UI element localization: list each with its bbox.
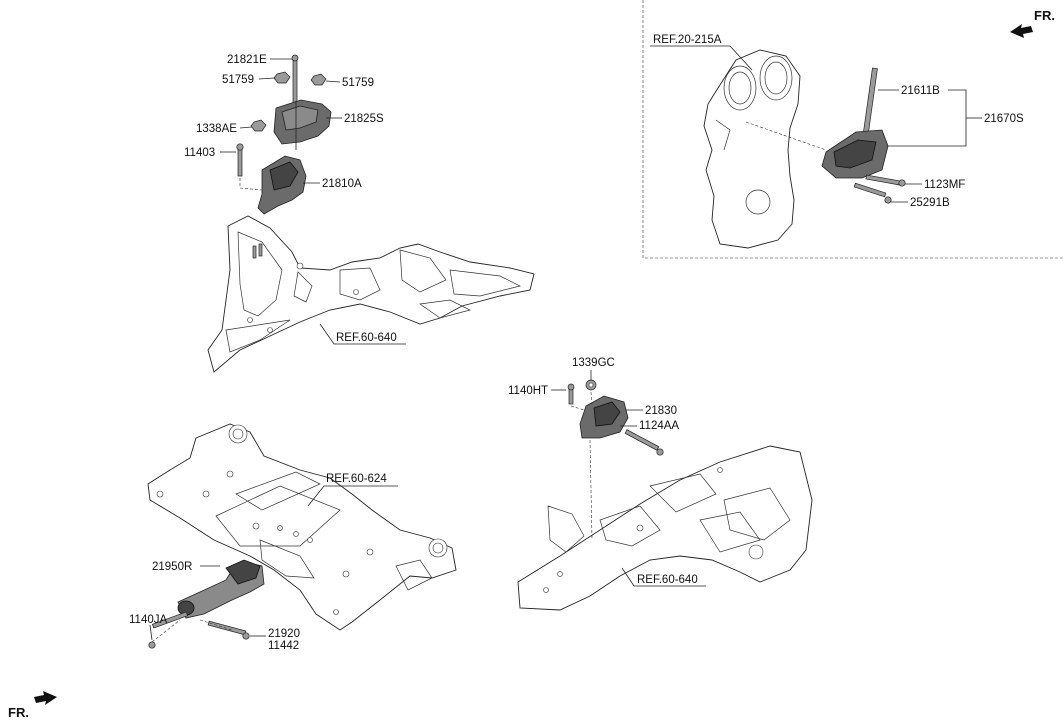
bolt-25291B xyxy=(853,182,887,198)
timing-cover-group: REF.20-215A 21611B 21670S 1123MF 25291B xyxy=(650,34,1024,249)
front-indicator-bottom: FR. xyxy=(8,691,57,720)
part-1140HT: 1140HT xyxy=(508,385,548,397)
ref-60-640-right: REF.60-640 xyxy=(637,574,698,586)
part-1140JA: 1140JA xyxy=(129,614,167,626)
stud-21611B xyxy=(863,67,878,133)
bolt-1124AA xyxy=(624,429,660,451)
part-21810A: 21810A xyxy=(322,178,362,190)
nut-51759-right xyxy=(310,73,327,86)
part-21950R: 21950R xyxy=(152,561,192,573)
part-11442: 11442 xyxy=(268,640,299,652)
part-21920: 21920 xyxy=(268,628,300,640)
part-21830: 21830 xyxy=(645,405,677,417)
front-arrow-icon xyxy=(1010,24,1033,38)
part-21825S: 21825S xyxy=(344,113,384,125)
side-member-frame-right: REF.60-640 xyxy=(517,445,813,611)
nut-51759-left xyxy=(273,71,291,84)
front-indicator-top: FR. xyxy=(1010,8,1055,38)
part-21611B: 21611B xyxy=(901,85,940,97)
transmission-mount-group: 1339GC 1140HT 21830 1124AA xyxy=(508,357,679,541)
part-51759-left: 51759 xyxy=(222,74,254,86)
subframe-group: REF.60-624 21950R 1140JA 21920 11442 xyxy=(129,423,457,652)
part-21821E: 21821E xyxy=(227,54,267,66)
ref-60-624: REF.60-624 xyxy=(326,473,387,485)
subframe xyxy=(147,423,457,631)
fr-label-top: FR. xyxy=(1034,8,1055,23)
bolt-11403 xyxy=(237,147,243,177)
part-25291B: 25291B xyxy=(910,197,950,209)
side-member-frame-top: REF.60-640 xyxy=(207,215,535,373)
front-arrow-icon xyxy=(34,691,57,705)
bolt-1123MF xyxy=(865,174,901,186)
part-11403: 11403 xyxy=(184,147,215,159)
part-51759-right: 51759 xyxy=(342,77,374,89)
part-21670S: 21670S xyxy=(984,113,1024,125)
engine-mount-group: 21821E 51759 51759 1338AE 21825S 11403 2… xyxy=(184,54,384,215)
bolt-1140HT xyxy=(568,387,574,405)
ref-60-640-top: REF.60-640 xyxy=(336,332,397,344)
ref-20-215A: REF.20-215A xyxy=(653,34,722,46)
part-1124AA: 1124AA xyxy=(639,420,679,432)
bolt-21821E xyxy=(292,58,298,106)
bolt-1140JA xyxy=(151,611,189,629)
part-1123MF: 1123MF xyxy=(924,179,965,191)
part-1338AE: 1338AE xyxy=(196,123,237,135)
detail-boundary xyxy=(642,0,1063,259)
timing-cover xyxy=(703,49,801,249)
bolt-21920 xyxy=(207,620,247,636)
part-1339GC: 1339GC xyxy=(572,357,615,369)
nut-1338AE xyxy=(250,119,267,132)
fr-label-bottom: FR. xyxy=(8,705,29,720)
